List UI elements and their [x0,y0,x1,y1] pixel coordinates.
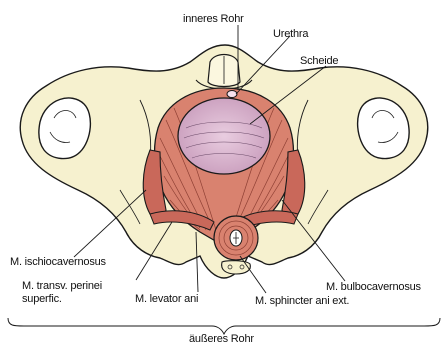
label-superfic: superfic. [22,293,62,305]
coccyx [222,261,251,274]
label-m-ischiocavernosus: M. ischiocavernosus [10,256,106,268]
label-scheide: Scheide [300,55,338,67]
label-m-levator-ani: M. levator ani [135,293,198,305]
label-m-sphincter-ani-ext: M. sphincter ani ext. [255,295,349,307]
urethra-opening [227,91,237,98]
vagina-opening [178,98,270,174]
label-m-bulbocavernosus: M. bulbocavernosus [326,281,421,293]
label-inneres-rohr: inneres Rohr [183,13,244,25]
label-urethra: Urethra [273,28,308,40]
outer-tube-brace [8,318,440,334]
label-m-transv-perinei: M. transv. perinei [22,280,102,292]
label-aeusseres-rohr: äußeres Rohr [189,333,254,345]
